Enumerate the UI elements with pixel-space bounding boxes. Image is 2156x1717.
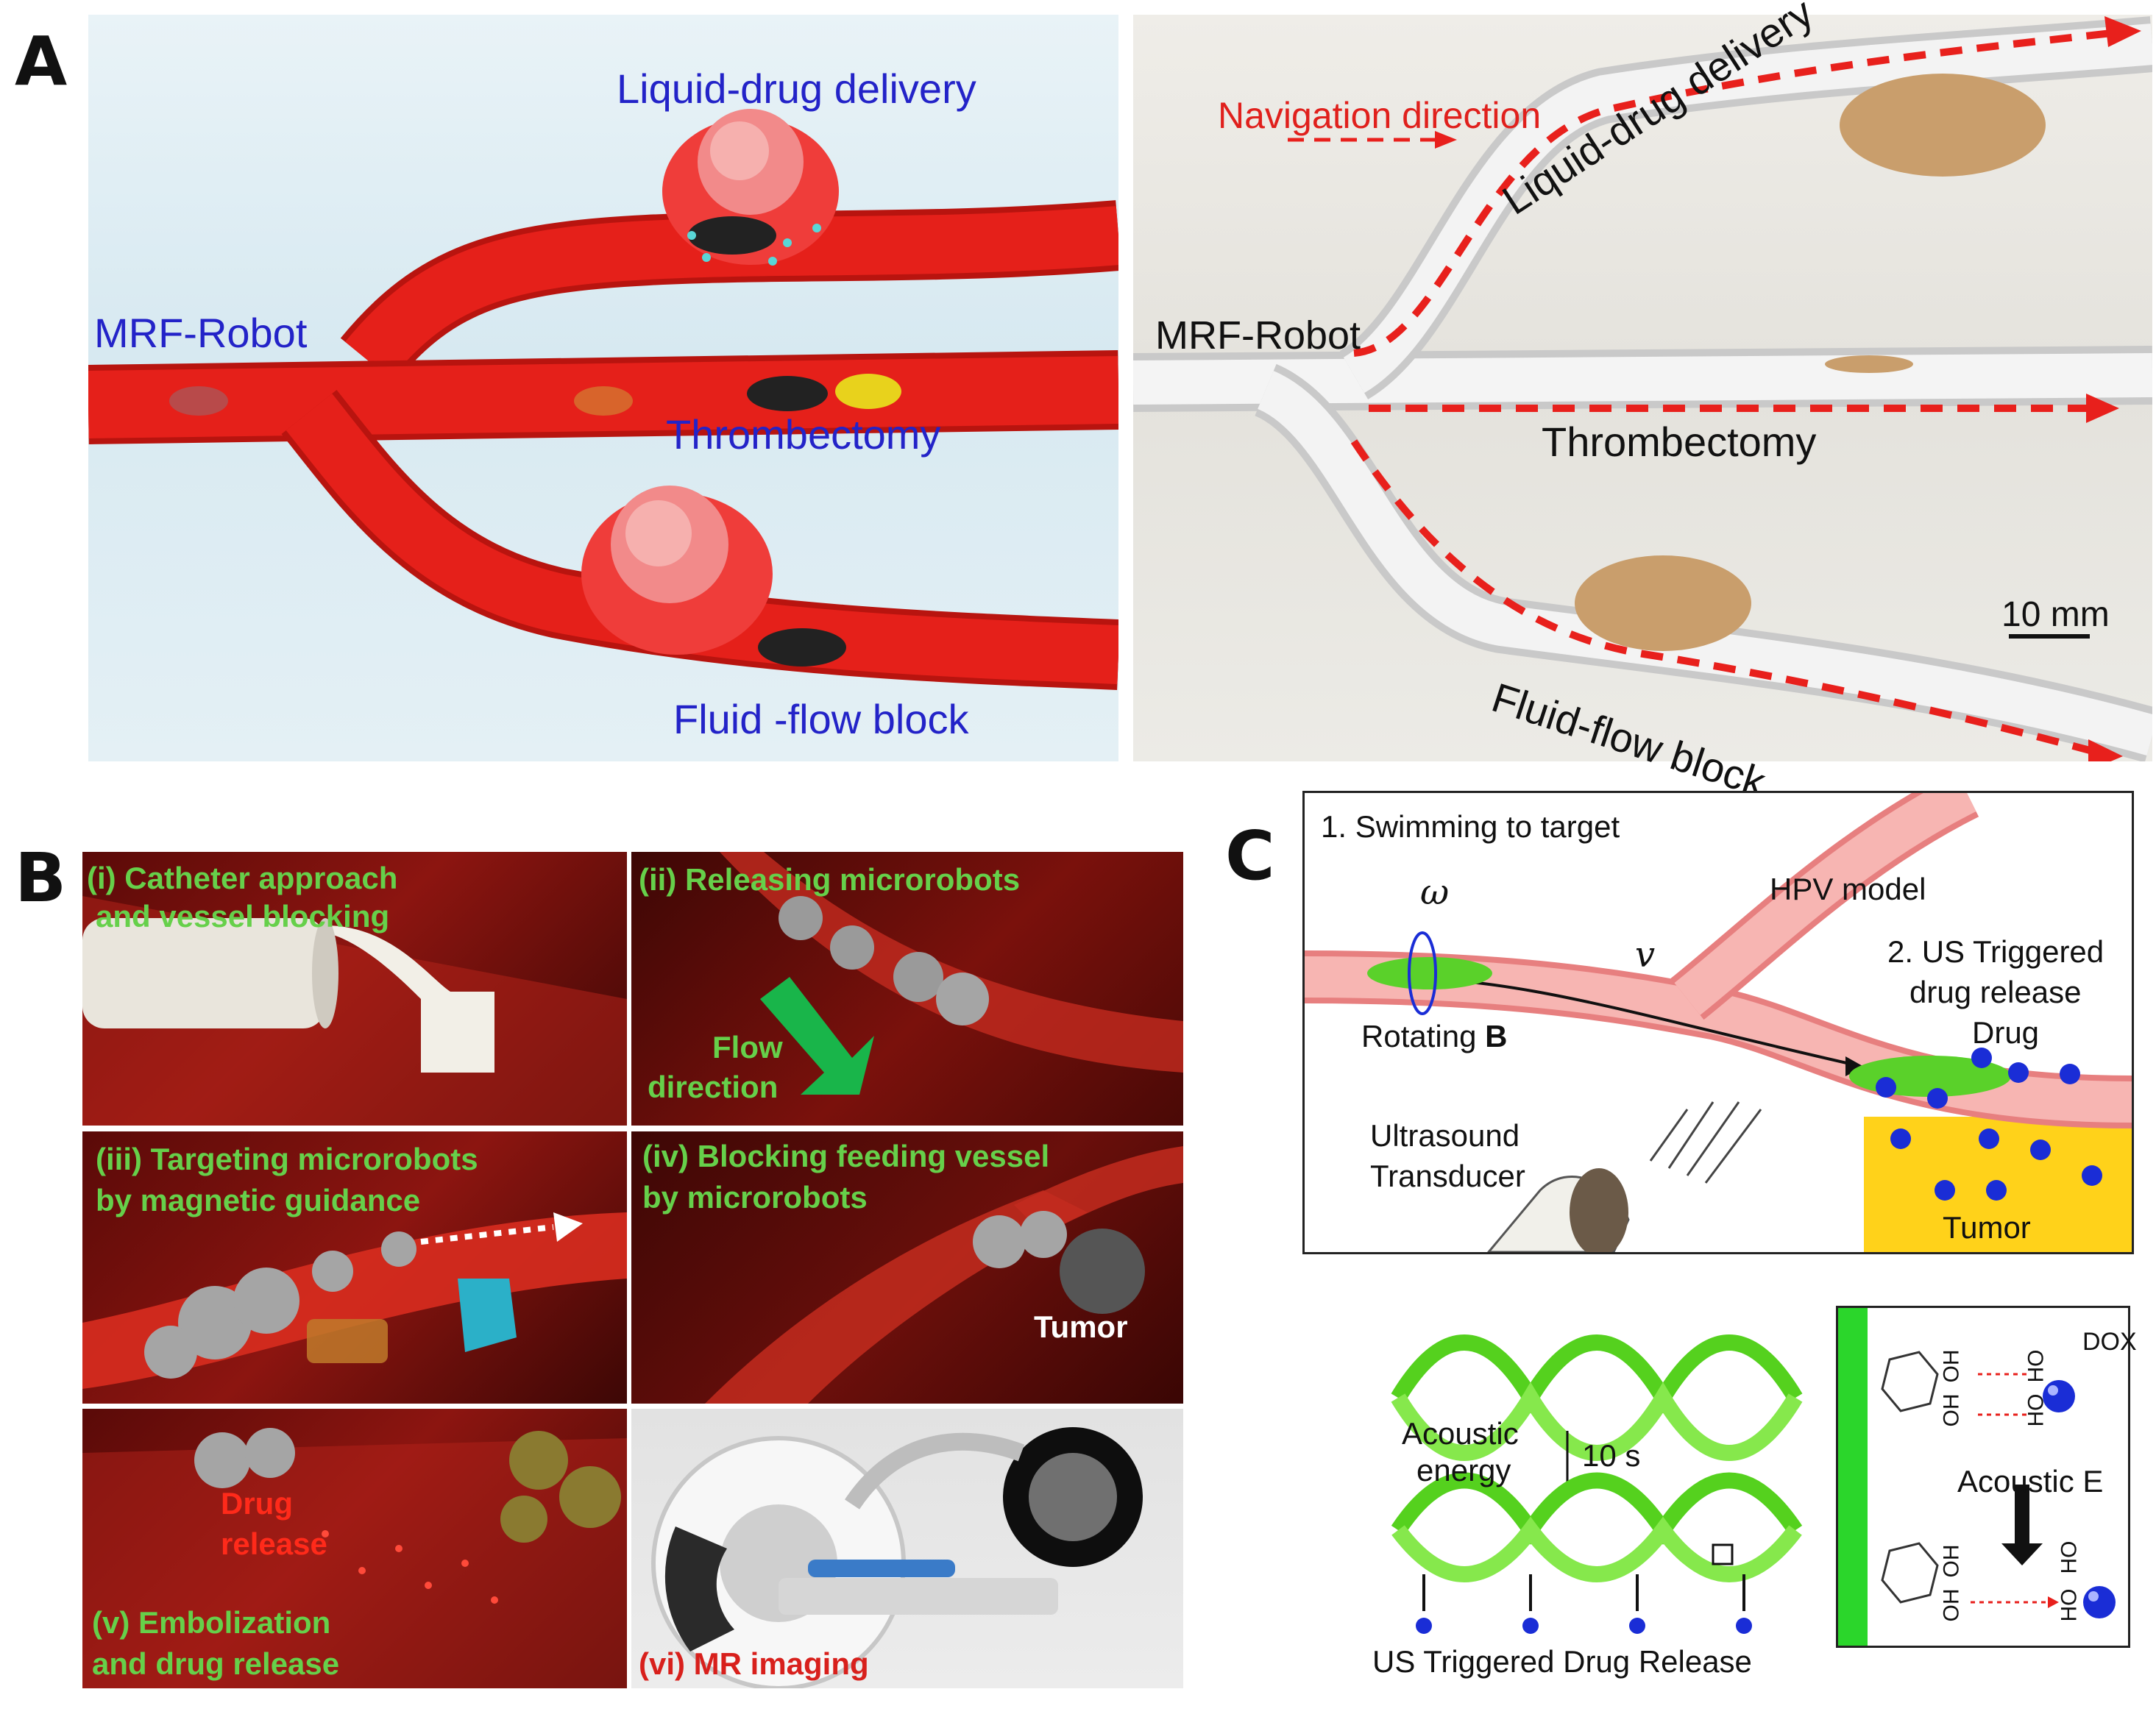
label-step3-line2: by magnetic guidance (96, 1183, 421, 1217)
label-fluid-flow-block: Fluid -flow block (673, 696, 969, 742)
label-step6: (vi) MR imaging (639, 1646, 869, 1681)
label-ho-1: HO (2024, 1349, 2049, 1383)
panel-b-tile-5 (82, 1409, 627, 1688)
panel-b-tile-2 (631, 852, 1183, 1126)
label-step2: (ii) Releasing microrobots (639, 862, 1021, 897)
panel-b-tile-3 (82, 1131, 627, 1404)
label-us-triggered-line1: 2. US Triggered (1887, 934, 2104, 969)
label-drug-release-line2: release (221, 1526, 327, 1561)
panel-c-letter: C (1225, 817, 1275, 895)
label-oh-3: OH (1939, 1544, 1964, 1578)
label-tumor-b: Tumor (1034, 1309, 1128, 1344)
label-oh-2: OH (1939, 1393, 1964, 1427)
panel-c-helix-diagram (1383, 1309, 2141, 1692)
label-b-field: B (1485, 1019, 1508, 1053)
label-step1-line1: (i) Catheter approach (87, 861, 398, 895)
label-navigation-direction: Navigation direction (1218, 95, 1542, 136)
label-oh-1: OH (1939, 1349, 1964, 1383)
panel-b-letter: B (15, 839, 67, 917)
label-drug: Drug (1972, 1015, 2040, 1050)
label-swimming-to-target: 1. Swimming to target (1321, 809, 1620, 844)
label-step5-line2: and drug release (92, 1646, 340, 1681)
label-ultrasound: Ultrasound (1370, 1118, 1520, 1153)
label-acoustic-line1: Acoustic (1402, 1416, 1519, 1451)
label-flow-line2: direction (648, 1070, 779, 1104)
label-transducer: Transducer (1370, 1159, 1525, 1193)
panel-b-tile-4 (631, 1131, 1183, 1404)
panel-b-tile-1 (82, 852, 627, 1126)
label-oh-4: OH (1939, 1588, 1964, 1622)
panel-c-chemistry-inset (1836, 1306, 2130, 1648)
label-flow-line1: Flow (712, 1030, 783, 1064)
label-step1-line2: and vessel blocking (96, 899, 390, 934)
label-scale-bar: 10 mm (2001, 595, 2110, 634)
label-ho-4: HO (2057, 1588, 2082, 1622)
label-velocity: v (1635, 934, 1656, 975)
label-us-triggered-drug-release: US Triggered Drug Release (1372, 1644, 1752, 1679)
label-ho-3: HO (2057, 1540, 2082, 1574)
label-step5-line1: (v) Embolization (92, 1605, 331, 1640)
label-step4-line1: (iv) Blocking feeding vessel (642, 1139, 1050, 1173)
label-us-triggered-line2: drug release (1909, 975, 2082, 1009)
panel-a-right-photo (1133, 15, 2152, 761)
panel-a-left-illustration (88, 15, 1118, 761)
label-dox: DOX (2082, 1328, 2137, 1356)
label-step4-line2: by microrobots (642, 1180, 868, 1215)
label-omega: ω (1420, 872, 1450, 913)
label-thrombectomy-photo: Thrombectomy (1542, 419, 1817, 465)
label-liquid-drug-delivery: Liquid-drug delivery (617, 65, 976, 112)
label-acoustic-line2: energy (1416, 1453, 1511, 1487)
label-drug-release-line1: Drug (221, 1486, 293, 1521)
label-thrombectomy: Thrombectomy (666, 411, 941, 458)
panel-a-letter: A (15, 22, 68, 101)
label-acoustic-e: Acoustic E (1957, 1464, 2104, 1499)
label-rotating: Rotating (1361, 1019, 1486, 1053)
label-rotating-b: Rotating B (1361, 1019, 1507, 1054)
label-mrf-robot-photo: MRF-Robot (1155, 313, 1361, 358)
label-tumor-c: Tumor (1943, 1210, 2031, 1245)
label-step3-line1: (iii) Targeting microrobots (96, 1142, 478, 1176)
panel-b-tile-6 (631, 1409, 1183, 1688)
label-hpv-model: HPV model (1770, 872, 1926, 906)
label-ho-2: HO (2024, 1393, 2049, 1427)
label-mrf-robot: MRF-Robot (94, 310, 308, 356)
label-ten-seconds: 10 s (1582, 1438, 1641, 1473)
panel-c-swimming-diagram (1302, 791, 2134, 1254)
